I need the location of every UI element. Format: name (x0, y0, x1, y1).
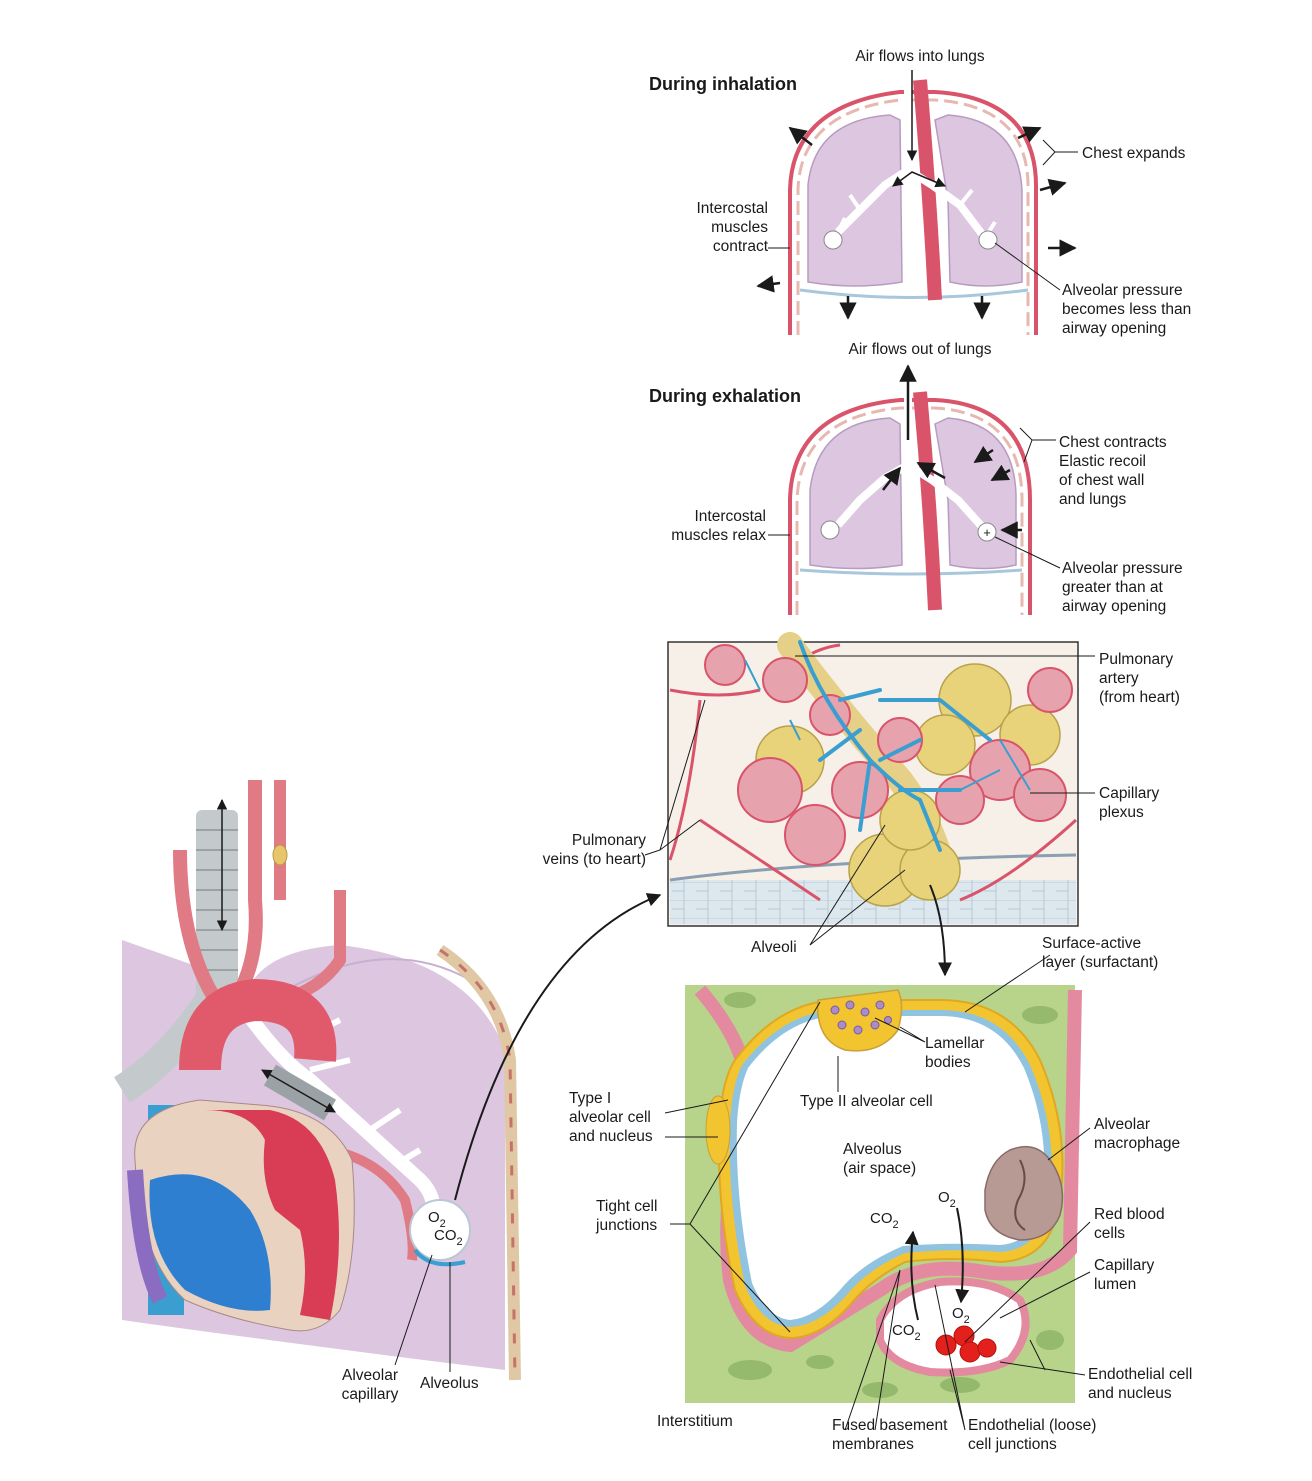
alveolus-detail-panel: CO2 O2 O2 CO2 (664, 954, 1091, 1431)
label-chest-expands: Chest expands (1082, 145, 1186, 162)
heart-view-alveolus: O2 CO2 (409, 1199, 471, 1267)
right-lung (934, 114, 1023, 287)
label-alveoli: Alveoli (751, 939, 797, 956)
alveoli-cluster (755, 663, 1061, 907)
air-space (736, 1016, 1045, 1320)
right-alveolus (978, 230, 998, 250)
esophagus (913, 79, 942, 301)
inhalation-panel (756, 70, 1078, 335)
label-air-out: Air flows out of lungs (848, 341, 992, 358)
label-air-in: Air flows into lungs (855, 48, 985, 65)
pulmonary-artery (798, 640, 992, 852)
exhalation-panel: + (768, 364, 1061, 615)
red-blood-cells (935, 1325, 997, 1363)
gas-co2-alveolus: CO2 (870, 1210, 899, 1231)
label-interstitium: Interstitium (657, 1413, 733, 1430)
title-inhalation: During inhalation (649, 74, 797, 94)
type1-cell (705, 1095, 731, 1165)
gas-o2-alveolus: O2 (938, 1189, 956, 1210)
gas-co2-capillary: CO2 (892, 1322, 921, 1343)
heart-lung-panel: O2 CO2 (113, 780, 662, 1381)
svg-text:+: + (983, 525, 991, 540)
heart-gas-co2: CO2 (434, 1227, 463, 1248)
heart-gas-o2: O2 (428, 1209, 446, 1230)
left-alveolus (823, 230, 843, 250)
label-heart-alveolus: Alveolus (420, 1375, 479, 1392)
alveolar-macrophage (984, 1145, 1064, 1241)
gas-o2-capillary: O2 (952, 1305, 970, 1326)
label-endothelial-junctions: Endothelial (loose)cell junctions (968, 1417, 1097, 1453)
diaphragm-2 (799, 568, 1023, 576)
label-alveolus-air-space: Alveolus(air space) (843, 1141, 917, 1177)
label-type2-cell: Type II alveolar cell (800, 1093, 933, 1110)
acinus-panel (644, 632, 1095, 977)
left-lung-2 (809, 417, 903, 570)
type2-alveolar-cell (816, 989, 903, 1052)
aorta (179, 978, 337, 1071)
diaphragm (799, 288, 1029, 299)
title-exhalation: During exhalation (649, 386, 802, 406)
